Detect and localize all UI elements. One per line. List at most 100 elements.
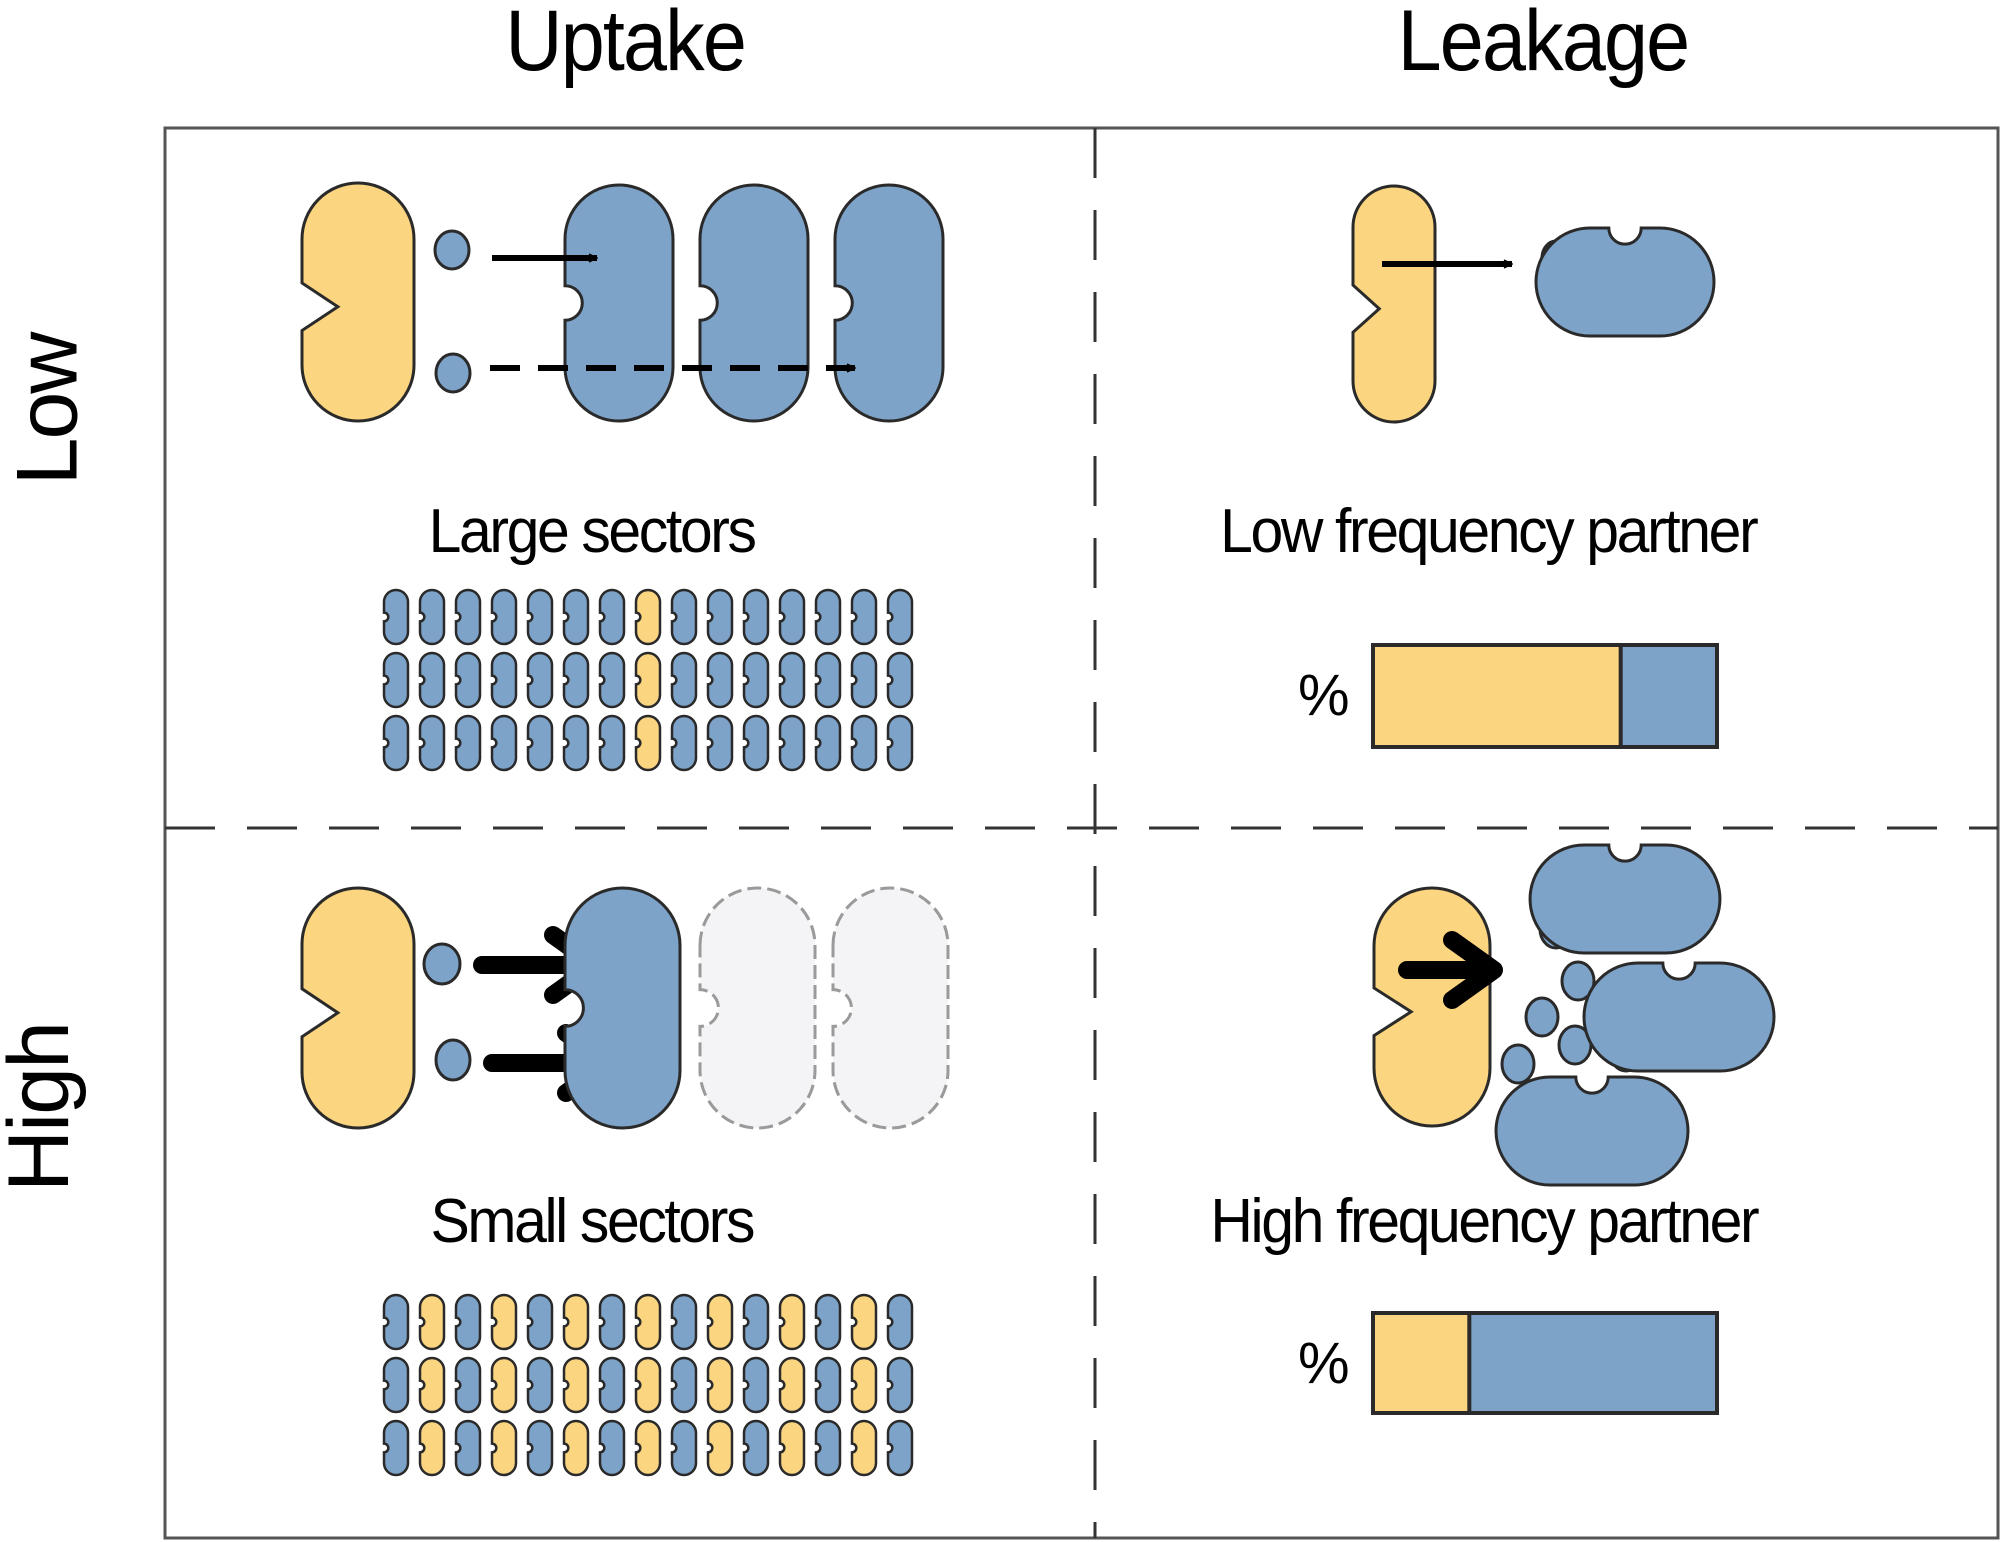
grid-cell-blue <box>454 1356 482 1414</box>
panel-high-leakage <box>1371 843 1776 1415</box>
grid-cell-yellow <box>634 651 662 709</box>
bar-blue-segment <box>1469 1313 1717 1413</box>
panel-high-uptake <box>300 886 950 1477</box>
producer-cell <box>1372 886 1492 1128</box>
column-title-leakage: Leakage <box>1397 0 1691 89</box>
grid-cell-yellow <box>850 1419 878 1477</box>
grid-cell-yellow <box>418 1356 446 1414</box>
grid-cell-blue <box>562 651 590 709</box>
grid-cell-blue <box>742 1293 770 1351</box>
grid-cell-blue <box>562 588 590 646</box>
grid-cell-blue <box>598 714 626 772</box>
grid-cell-yellow <box>562 1419 590 1477</box>
molecule <box>433 229 471 271</box>
grid-cell-blue <box>598 651 626 709</box>
grid-cell-blue <box>742 1356 770 1414</box>
grid-cell-yellow <box>634 1419 662 1477</box>
grid-cell-blue <box>850 714 878 772</box>
grid-cell-blue <box>778 588 806 646</box>
molecule <box>1560 960 1596 1002</box>
caption-low-frequency-partner: Low frequency partner <box>1220 497 1759 566</box>
grid-cell-blue <box>886 651 914 709</box>
grid-cell-yellow <box>706 1419 734 1477</box>
molecule <box>434 352 472 394</box>
grid-cell-blue <box>742 651 770 709</box>
grid-cell-blue <box>526 714 554 772</box>
grid-cell-blue <box>670 1356 698 1414</box>
grid-cell-blue <box>382 1356 410 1414</box>
grid-cell-yellow <box>562 1356 590 1414</box>
panel-low-leakage <box>1351 184 1719 749</box>
grid-cell-blue <box>526 1419 554 1477</box>
grid-cell-blue <box>598 1293 626 1351</box>
grid-cell-yellow <box>562 1293 590 1351</box>
grid-cell-blue <box>742 714 770 772</box>
grid-cell-blue <box>886 588 914 646</box>
grid-cell-blue <box>454 1419 482 1477</box>
caption-large-sectors: Large sectors <box>428 497 757 566</box>
grid-cell-blue <box>814 714 842 772</box>
grid-cell-yellow <box>634 1356 662 1414</box>
producer-cell <box>300 181 416 423</box>
grid-cell-blue <box>886 1293 914 1351</box>
grid-cell-blue <box>814 1356 842 1414</box>
grid-cell-yellow <box>634 1293 662 1351</box>
grid-cell-blue <box>454 714 482 772</box>
arrow-head <box>1443 931 1503 1009</box>
grid-cell-blue <box>382 1419 410 1477</box>
grid-cell-blue <box>814 588 842 646</box>
grid-cell-blue <box>526 1356 554 1414</box>
grid-cell-yellow <box>634 714 662 772</box>
grid-cell-blue <box>454 651 482 709</box>
grid-cell-yellow <box>490 1356 518 1414</box>
grid-cell-blue <box>670 588 698 646</box>
grid-cell-blue <box>562 714 590 772</box>
molecule <box>1524 996 1560 1038</box>
grid-cell-yellow <box>418 1293 446 1351</box>
grid-cell-blue <box>814 1293 842 1351</box>
caption-high-frequency-partner: High frequency partner <box>1210 1187 1759 1256</box>
percent-label-low: % <box>1298 663 1350 728</box>
grid-cell-blue <box>886 1419 914 1477</box>
grid-cell-blue <box>670 651 698 709</box>
receiver-cell <box>563 886 682 1130</box>
grid-cell-blue <box>670 1293 698 1351</box>
bar-outline <box>1371 1311 1719 1415</box>
receiver-cell <box>1528 843 1722 955</box>
receiver-cell-faded <box>698 886 817 1130</box>
grid-cell-blue <box>454 588 482 646</box>
grid-cell-blue <box>742 588 770 646</box>
bar-yellow-segment <box>1373 1313 1470 1413</box>
molecule <box>1500 1043 1536 1085</box>
grid-cell-yellow <box>490 1419 518 1477</box>
bar-yellow-segment <box>1373 645 1621 747</box>
grid-cell-yellow <box>778 1356 806 1414</box>
grid-cell-blue <box>382 714 410 772</box>
bar-outline <box>1371 643 1719 749</box>
grid-cell-blue <box>598 588 626 646</box>
grid-cell-blue <box>418 588 446 646</box>
grid-cell-blue <box>886 714 914 772</box>
grid-cell-blue <box>598 1419 626 1477</box>
grid-cell-blue <box>670 1419 698 1477</box>
grid-cell-blue <box>670 714 698 772</box>
grid-cell-blue <box>598 1356 626 1414</box>
panel-low-uptake <box>300 181 945 772</box>
grid-cell-yellow <box>634 588 662 646</box>
grid-cell-yellow <box>706 1356 734 1414</box>
bar-blue-segment <box>1620 645 1717 747</box>
producer-cell <box>300 886 416 1130</box>
receiver-cell <box>1582 961 1776 1073</box>
grid-cell-blue <box>382 588 410 646</box>
molecule <box>422 942 462 986</box>
grid-cell-blue <box>778 651 806 709</box>
grid-cell-blue <box>526 651 554 709</box>
grid-cell-yellow <box>778 1293 806 1351</box>
receiver-cell <box>833 183 945 423</box>
grid-cell-blue <box>778 714 806 772</box>
grid-cell-blue <box>454 1293 482 1351</box>
grid-cell-blue <box>706 588 734 646</box>
grid-cell-blue <box>850 588 878 646</box>
grid-cell-blue <box>418 651 446 709</box>
